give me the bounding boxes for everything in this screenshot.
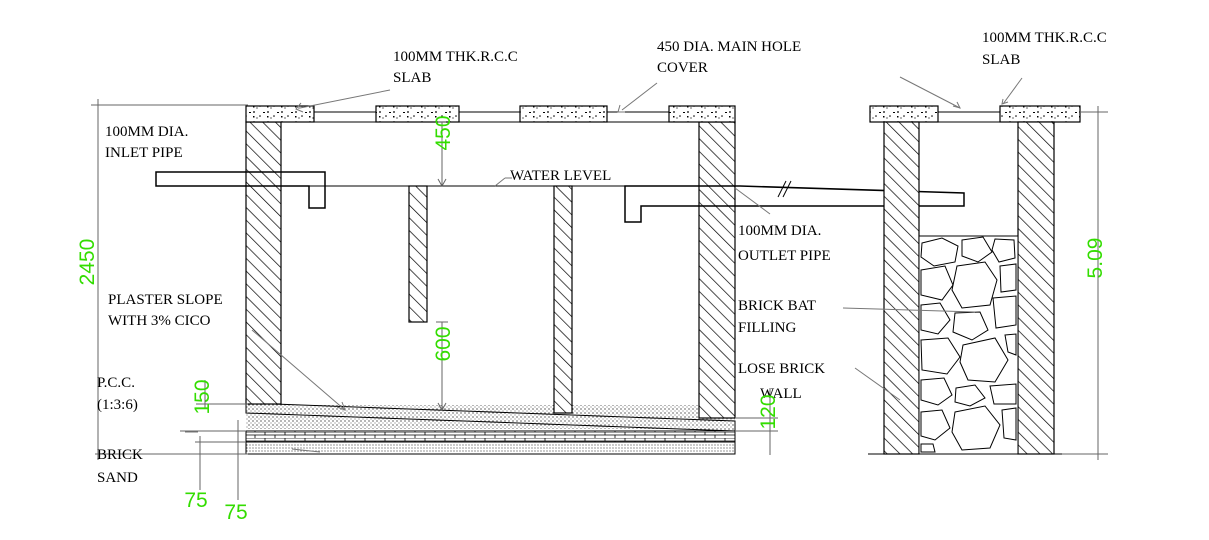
soak-pit-slab bbox=[869, 105, 939, 123]
slab-segment bbox=[245, 105, 315, 123]
brick-bat-label-1: BRICK BAT bbox=[738, 298, 816, 314]
total-depth-dimension: 2450 bbox=[76, 239, 99, 286]
outlet-label-1: 100MM DIA. bbox=[738, 223, 821, 239]
lose-brick-label-2: WALL bbox=[760, 386, 802, 402]
baffle-wall-2 bbox=[553, 185, 573, 414]
dimension-lines bbox=[91, 99, 1108, 500]
brick-sand-label-2: SAND bbox=[97, 470, 138, 486]
plaster-label-1: PLASTER SLOPE bbox=[108, 292, 223, 308]
leader-lines bbox=[185, 76, 1023, 453]
inlet-label-2: INLET PIPE bbox=[105, 145, 183, 161]
sand-layer bbox=[245, 441, 736, 455]
septic-tank bbox=[155, 105, 965, 455]
slab-segment bbox=[519, 105, 608, 123]
left-wall bbox=[245, 121, 282, 405]
sand-layer-dimension: 75 bbox=[224, 501, 247, 524]
inlet-pipe bbox=[155, 171, 326, 209]
slab-left-label-1: 100MM THK.R.C.C bbox=[393, 49, 518, 65]
soak-pit-slab bbox=[999, 105, 1081, 123]
brick-bat-label-2: FILLING bbox=[738, 320, 796, 336]
soak-pit-depth-dimension: 5.09 bbox=[1084, 238, 1107, 279]
manhole-label-2: COVER bbox=[657, 60, 708, 76]
outlet-pipe bbox=[624, 185, 965, 223]
pcc-label-1: P.C.C. bbox=[97, 375, 135, 391]
floor-step-dimension: 120 bbox=[757, 394, 780, 429]
soak-pit-right-wall bbox=[1017, 121, 1055, 455]
slab-segment bbox=[668, 105, 736, 123]
baffle-wall-1 bbox=[408, 185, 428, 323]
brick-layer bbox=[245, 430, 736, 443]
slab-segment bbox=[375, 105, 460, 123]
brick-bat-filling bbox=[918, 235, 1019, 455]
dimension-texts: 2450 450 600 150 120 75 75 5.09 bbox=[76, 115, 1107, 524]
right-wall bbox=[698, 121, 736, 419]
soak-pit-left-wall bbox=[883, 121, 920, 455]
water-level-label: WATER LEVEL bbox=[510, 168, 611, 184]
pcc-label-2: (1:3:6) bbox=[97, 397, 138, 413]
slab-right-label-1: 100MM THK.R.C.C bbox=[982, 30, 1107, 46]
brick-sand-label-1: BRICK bbox=[97, 447, 143, 463]
inlet-label-1: 100MM DIA. bbox=[105, 124, 188, 140]
outlet-label-2: OUTLET PIPE bbox=[738, 248, 831, 264]
pcc-thickness-dimension: 150 bbox=[191, 379, 214, 414]
slab-left-label-2: SLAB bbox=[393, 70, 431, 86]
plaster-label-2: WITH 3% CICO bbox=[108, 313, 211, 329]
baffle-gap-dimension: 600 bbox=[432, 326, 455, 361]
lose-brick-label-1: LOSE BRICK bbox=[738, 361, 825, 377]
brick-layer-dimension: 75 bbox=[184, 489, 207, 512]
freeboard-dimension: 450 bbox=[432, 115, 455, 150]
slab-right-label-2: SLAB bbox=[982, 52, 1020, 68]
text-labels: 100MM THK.R.C.C SLAB 450 DIA. MAIN HOLE … bbox=[97, 30, 1107, 486]
manhole-label-1: 450 DIA. MAIN HOLE bbox=[657, 39, 801, 55]
soak-pit bbox=[868, 105, 1081, 455]
